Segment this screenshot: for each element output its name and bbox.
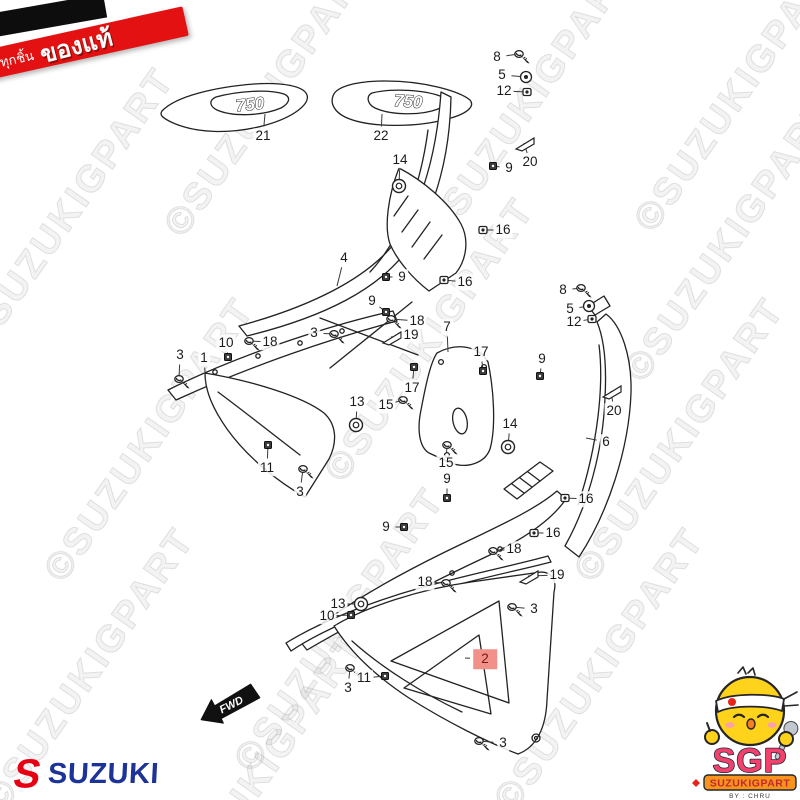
part-callout-8[interactable]: 8 <box>557 282 569 298</box>
part-callout-10[interactable]: 10 <box>317 608 337 624</box>
mascot-left-wing <box>704 729 720 745</box>
leader-line <box>336 267 343 287</box>
part-callout-16[interactable]: 16 <box>493 222 513 238</box>
part-callout-14[interactable]: 14 <box>390 152 410 168</box>
part-callout-16[interactable]: 16 <box>455 274 475 290</box>
part-callout-20[interactable]: 20 <box>520 154 540 170</box>
leader-line <box>380 113 383 127</box>
mascot-right-wing <box>778 731 794 747</box>
part-callout-12[interactable]: 12 <box>564 314 584 330</box>
emblem-21-text: 750 <box>235 94 266 116</box>
part-callout-21[interactable]: 21 <box>253 128 273 144</box>
mascot-banner <box>703 774 797 791</box>
part-callout-5[interactable]: 5 <box>564 301 576 317</box>
leader-line <box>204 367 207 387</box>
part-22-emblem-decal: 750 <box>331 80 473 126</box>
part-callout-19[interactable]: 19 <box>547 567 567 583</box>
mascot-body <box>714 675 786 747</box>
part-callout-12[interactable]: 12 <box>494 83 514 99</box>
part-callout-13[interactable]: 13 <box>328 596 348 612</box>
part-callout-9[interactable]: 9 <box>503 160 515 176</box>
leader-line <box>585 437 597 441</box>
part-callout-9[interactable]: 9 <box>536 351 548 367</box>
part-callout-18[interactable]: 18 <box>260 334 280 350</box>
part-callout-18[interactable]: 18 <box>415 574 435 590</box>
part-callout-3[interactable]: 3 <box>528 601 540 617</box>
mascot-initials: SGP <box>713 742 788 780</box>
part-callout-3[interactable]: 3 <box>497 735 509 751</box>
mascot-chick: SGP SUZUKIGPART BY : CHRU <box>692 666 799 800</box>
part-callout-19[interactable]: 19 <box>401 327 421 343</box>
part-callout-9[interactable]: 9 <box>396 269 408 285</box>
suzuki-logo: S SUZUKI <box>10 752 160 797</box>
part-callout-5[interactable]: 5 <box>496 67 508 83</box>
part-callout-2[interactable]: 2 <box>473 649 497 669</box>
suzuki-wordmark: SUZUKI <box>46 757 160 790</box>
part-callout-16[interactable]: 16 <box>543 525 563 541</box>
part-callout-9[interactable]: 9 <box>380 519 392 535</box>
part-callout-6[interactable]: 6 <box>600 434 612 450</box>
emblem-22-text: 750 <box>393 91 423 112</box>
part-callout-8[interactable]: 8 <box>491 49 503 65</box>
part-callout-3[interactable]: 3 <box>308 325 320 341</box>
banner-diamond-left <box>692 779 700 787</box>
part-callout-11[interactable]: 11 <box>257 460 277 476</box>
leader-line <box>263 113 266 127</box>
part-callout-22[interactable]: 22 <box>371 128 391 144</box>
part-callout-3[interactable]: 3 <box>174 347 186 363</box>
part-callout-11[interactable]: 11 <box>354 670 374 686</box>
part-6-side-blade <box>564 295 632 558</box>
mascot-shop-name: SUZUKIGPART <box>710 778 791 790</box>
part-callout-3[interactable]: 3 <box>342 680 354 696</box>
part-callout-17[interactable]: 17 <box>402 380 422 396</box>
part-21-emblem-decal: 750 <box>160 82 308 133</box>
part-callout-20[interactable]: 20 <box>604 403 624 419</box>
mascot-eyes <box>732 713 770 719</box>
part-callout-17[interactable]: 17 <box>471 344 491 360</box>
part-callout-14[interactable]: 14 <box>500 416 520 432</box>
part-callout-15[interactable]: 15 <box>436 455 456 471</box>
part-callout-3[interactable]: 3 <box>294 484 306 500</box>
part-7-inner-cover <box>418 346 495 466</box>
part-callout-10[interactable]: 10 <box>216 335 236 351</box>
mascot-beak <box>746 718 756 730</box>
part-callout-1[interactable]: 1 <box>198 350 210 366</box>
headband-sun-dot <box>728 698 736 706</box>
part-callout-18[interactable]: 18 <box>407 313 427 329</box>
tail-side-panel <box>386 167 467 292</box>
part-callout-9[interactable]: 9 <box>366 293 378 309</box>
part-callout-16[interactable]: 16 <box>576 491 596 507</box>
part-callout-7[interactable]: 7 <box>441 319 453 335</box>
suzuki-s-mark-icon: S <box>10 751 45 797</box>
part-callout-18[interactable]: 18 <box>504 541 524 557</box>
part-callout-13[interactable]: 13 <box>347 394 367 410</box>
part-callout-15[interactable]: 15 <box>376 397 396 413</box>
part-callout-9[interactable]: 9 <box>441 471 453 487</box>
mascot-byline: BY : CHRU <box>729 793 771 800</box>
leader-line <box>446 336 449 353</box>
part-callout-4[interactable]: 4 <box>338 250 350 266</box>
